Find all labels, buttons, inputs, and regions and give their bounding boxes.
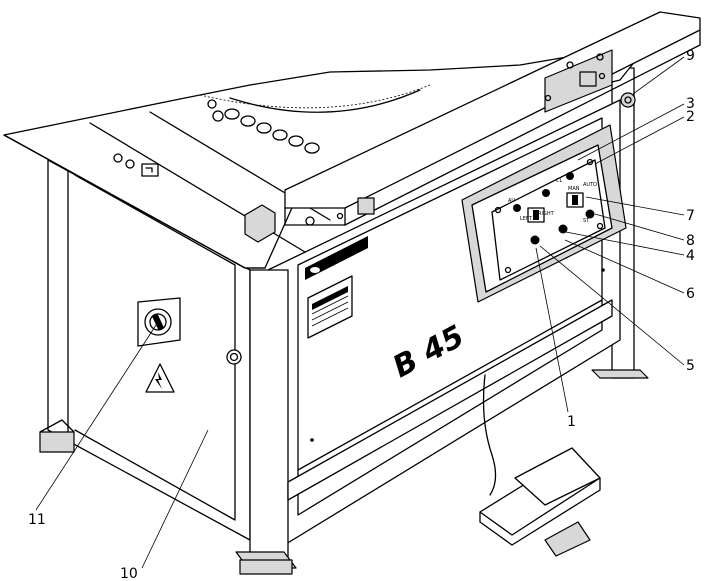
- callout-10: 10: [120, 566, 138, 581]
- callout-11: 11: [28, 512, 46, 528]
- bending-arm: [244, 11, 701, 243]
- callout-8: 8: [686, 233, 695, 249]
- side-knob: [226, 349, 242, 365]
- panel-label-right: RIGHT: [538, 211, 555, 217]
- tool-holes: [207, 99, 320, 154]
- control-panel: LEFT RIGHT MAN AUTO AU CL ST: [461, 124, 627, 303]
- callout-9: 9: [686, 48, 695, 64]
- callout-leaders: [35, 56, 685, 569]
- callout-1: 1: [567, 414, 576, 430]
- rear-knob: [620, 92, 636, 108]
- rating-plate: [307, 275, 353, 339]
- callout-3: 3: [686, 96, 695, 112]
- callout-6: 6: [686, 286, 695, 302]
- bottom-crossbar: [287, 299, 613, 501]
- panel-label-auto: AUTO: [583, 182, 597, 188]
- panel-label-left: LEFT: [520, 216, 533, 222]
- warning-sign: [145, 363, 175, 393]
- panel-label-au: AU: [508, 198, 515, 204]
- callout-7: 7: [686, 208, 695, 224]
- panel-label-man: MAN: [568, 186, 580, 192]
- main-switch: [137, 297, 181, 347]
- left-side-panel: [39, 159, 251, 541]
- front-left-leg: [235, 269, 297, 575]
- panel-label-st: ST: [583, 218, 590, 224]
- callout-numbers: 1 2 3 4 5 6 7 8 9 10 11: [28, 48, 695, 581]
- callout-2: 2: [686, 109, 695, 125]
- foot-pedal: [479, 374, 601, 557]
- panel-label-cl: CL: [556, 178, 562, 184]
- callout-4: 4: [686, 248, 695, 264]
- callout-5: 5: [686, 358, 695, 374]
